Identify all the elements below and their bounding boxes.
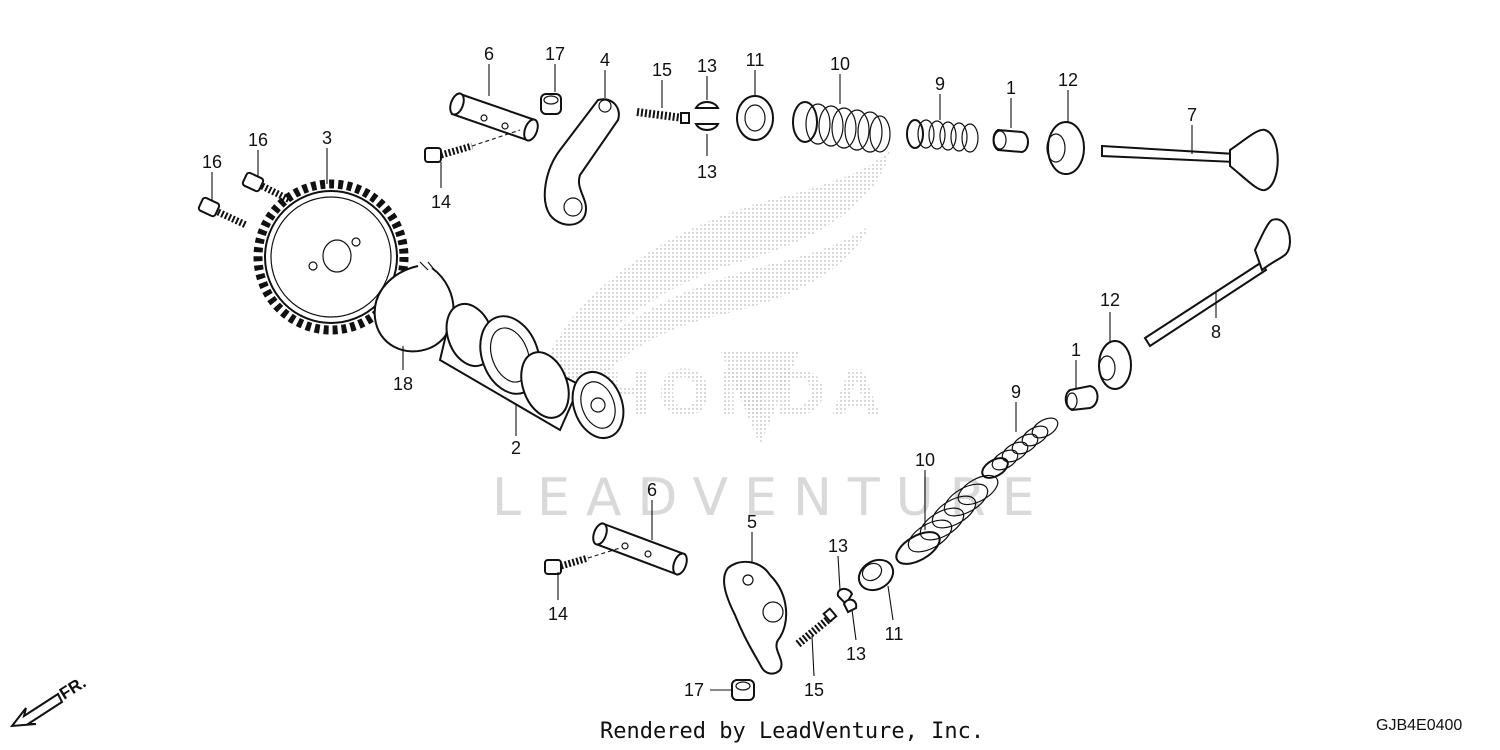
callout-16-b: 16 [202, 152, 222, 172]
valve-cotter-bottom [836, 588, 858, 614]
callout-13-bottom-a: 13 [828, 536, 848, 556]
callout-14-bottom: 14 [548, 604, 568, 624]
callout-1-top: 1 [1006, 78, 1016, 98]
rocker-shaft-bottom [592, 522, 688, 576]
callout-15-bottom: 15 [804, 680, 824, 700]
callout-13-top-b: 13 [697, 162, 717, 182]
callout-11-bottom: 11 [885, 624, 904, 644]
valve-7 [1101, 128, 1279, 192]
callout-12-top: 12 [1058, 70, 1078, 90]
diagram-code: GJB4E0400 [1376, 717, 1462, 734]
callout-9-top: 9 [935, 74, 945, 94]
callout-6-top: 6 [484, 44, 494, 64]
callout-6-bottom: 6 [647, 480, 657, 500]
callout-15-top: 15 [652, 60, 672, 80]
rocker-arm-top [543, 98, 620, 226]
callout-17-top: 17 [545, 44, 565, 64]
cam-sprocket [253, 179, 409, 335]
valve-8 [1143, 218, 1291, 348]
outer-valve-spring-top [792, 101, 891, 153]
callout-12-bottom: 12 [1100, 290, 1120, 310]
sprocket-bolt-16a [241, 171, 292, 204]
adjusting-screw-bottom [795, 607, 838, 648]
callout-18: 18 [393, 374, 413, 394]
callout-10-bottom: 10 [915, 450, 935, 470]
callout-10-top: 10 [830, 54, 850, 74]
outer-valve-spring-bottom [895, 474, 999, 565]
credit-line: Rendered by LeadVenture, Inc. [600, 719, 984, 744]
callout-9-bottom: 9 [1011, 382, 1021, 402]
bolt-14-bottom [544, 547, 621, 575]
front-arrow-icon [9, 692, 64, 728]
honda-wing-watermark [540, 150, 890, 445]
nut-top [540, 93, 562, 115]
leader-lines [211, 64, 1217, 691]
callout-13-top-a: 13 [697, 56, 717, 76]
spring-seat-bottom [1098, 340, 1132, 390]
callout-4: 4 [600, 50, 610, 70]
rocker-shaft-top [449, 92, 539, 142]
adjusting-screw-top [636, 108, 690, 124]
callout-8: 8 [1211, 322, 1221, 342]
callout-16-a: 16 [248, 130, 268, 150]
camshaft [438, 303, 625, 439]
leadventure-watermark: LEADVENTURE [492, 468, 1051, 528]
spring-retainer-bottom [857, 558, 895, 592]
bolt-14-top [424, 129, 521, 163]
callout-5: 5 [747, 512, 757, 532]
callout-11-top: 11 [746, 50, 765, 70]
stem-seal-bottom [1064, 384, 1099, 412]
callout-13-bottom-b: 13 [846, 644, 866, 664]
honda-watermark: HONDA [600, 357, 886, 430]
stem-seal-top [992, 128, 1029, 154]
front-direction-indicator: FR. [9, 673, 89, 728]
callout-labels: 6 17 4 15 13 13 11 10 9 1 12 7 16 16 3 1… [202, 44, 1221, 700]
inner-valve-spring-top [906, 119, 979, 153]
nut-bottom [731, 679, 755, 701]
sprocket-bolt-16b [197, 196, 248, 229]
inner-valve-spring-bottom [981, 417, 1059, 479]
callout-3: 3 [322, 128, 332, 148]
rocker-arm-bottom [723, 560, 788, 675]
valve-cotter-top [694, 101, 720, 131]
spring-seat-top [1046, 121, 1085, 175]
callout-17-bottom: 17 [684, 680, 704, 700]
callout-1-bottom: 1 [1071, 340, 1081, 360]
callout-14-top: 14 [431, 192, 451, 212]
callout-2: 2 [511, 438, 521, 458]
spring-retainer-top [736, 95, 774, 141]
callout-7: 7 [1187, 105, 1197, 125]
